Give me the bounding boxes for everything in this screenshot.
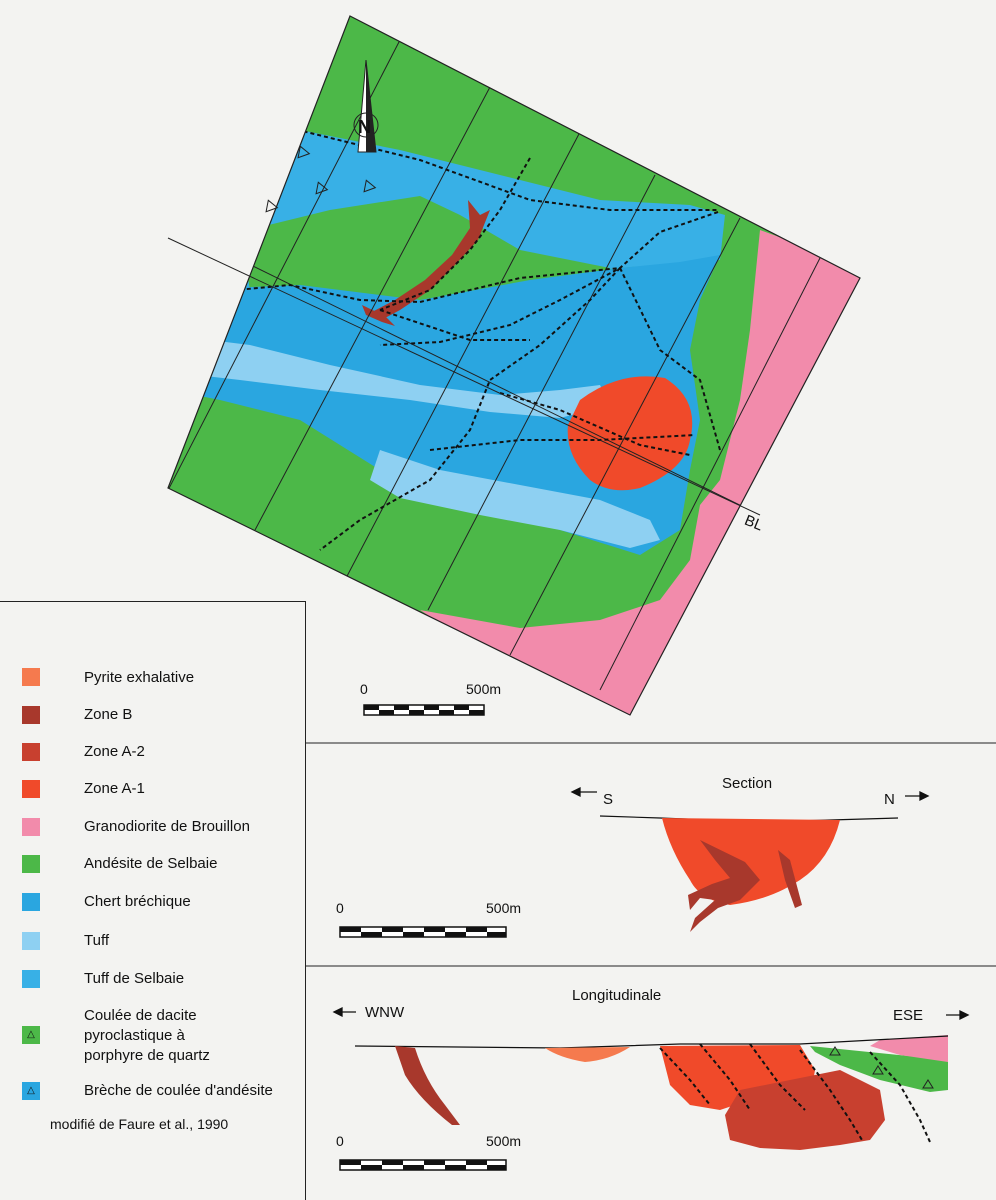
longitudinal-left-dir: WNW [365,1004,405,1021]
legend-label: Brèche de coulée d'andésite [84,1082,273,1099]
section-zone-b [778,850,802,908]
legend-label: Tuff de Selbaie [84,970,185,987]
legend-label-dacite: Coulée de dacite pyroclastique à porphyr… [84,1006,210,1066]
zone-a1-body [567,376,693,491]
longitudinal-panel: Longitudinale WNW ESE [332,987,970,1171]
legend-label-line: porphyre de quartz [84,1047,210,1064]
triangle-icon: △ [22,1026,40,1044]
legend-label: Pyrite exhalative [84,669,195,686]
legend-swatch [22,893,40,911]
section-left-dir: S [603,791,613,808]
section-zone-b [688,840,760,932]
section-zone-a1 [662,818,840,905]
legend-label: Tuff [84,932,110,949]
longitudinal-faults [659,1043,931,1143]
baseline-label: BL [742,512,765,535]
baseline-line [167,237,761,516]
legend-item-chert [22,893,40,911]
legend-label: Andésite de Selbaie [84,855,218,872]
legend-swatch [22,780,40,798]
longitudinal-right-dir: ESE [893,1007,923,1024]
legend-item-breccia: △ [22,1082,40,1100]
legend-label-line: pyroclastique à [84,1027,185,1044]
legend-item-zone-b [22,706,40,724]
legend-swatch [22,706,40,724]
zone-b-body [372,200,490,318]
legend-swatch [22,818,40,836]
north-arrow-icon: N [353,59,379,153]
legend-label: Granodiorite de Brouillon [84,818,250,835]
svg-text:0: 0 [336,1133,344,1149]
breccia-symbols [265,145,377,213]
legend-item-tuff [22,932,40,950]
section-scale-bar: 0 500m [336,900,521,938]
longitudinal-granodiorite [870,1035,948,1062]
right-arrow-icon [905,790,930,802]
svg-text:500m: 500m [486,900,521,916]
map-frame [167,15,861,716]
left-arrow-icon [570,786,597,798]
longitudinal-pyrite [545,1047,630,1062]
legend-item-dacite: △ [22,1026,40,1044]
legend-item-tuff-selbaie [22,970,40,988]
left-arrow-icon [332,1006,356,1018]
legend-item-andesite [22,855,40,873]
longitudinal-title: Longitudinale [572,987,661,1004]
longitudinal-zone-b [395,1046,460,1125]
source-credit: modifié de Faure et al., 1990 [50,1116,229,1132]
legend-item-granodiorite [22,818,40,836]
legend-label: Chert bréchique [84,893,191,910]
section-title: Section [722,775,772,792]
svg-text:500m: 500m [466,681,501,697]
svg-text:0: 0 [360,681,368,697]
longitudinal-andesite [810,1046,948,1092]
legend-swatch [22,855,40,873]
legend-item-pyrite [22,668,40,686]
legend-label-line: Coulée de dacite [84,1007,197,1024]
legend-label: Zone A-1 [84,780,145,797]
legend-label: Zone A-2 [84,743,145,760]
legend-item-zone-a1 [22,780,40,798]
legend-panel [0,601,306,1200]
legend-swatch [22,970,40,988]
north-label: N [358,117,371,137]
tuff-band [370,450,660,548]
legend-swatch [22,743,40,761]
legend-swatch [22,932,40,950]
tuff-band [170,335,610,418]
legend-label: Zone B [84,706,133,723]
legend-item-zone-a2 [22,743,40,761]
right-arrow-icon [946,1009,970,1021]
triangle-icon: △ [22,1082,40,1100]
longitudinal-triangles [829,1046,934,1089]
granodiorite-zone [420,230,860,715]
svg-text:0: 0 [336,900,344,916]
svg-text:500m: 500m [486,1133,521,1149]
longitudinal-scale-bar: 0 500m [336,1133,521,1171]
longitudinal-surface [354,1035,949,1049]
section-right-dir: N [884,791,895,808]
zone-b-body [362,305,395,326]
section-panel: Section S N 0 500m [306,742,996,967]
map-scale-bar: 0 500m [360,681,501,716]
legend-swatch [22,668,40,686]
